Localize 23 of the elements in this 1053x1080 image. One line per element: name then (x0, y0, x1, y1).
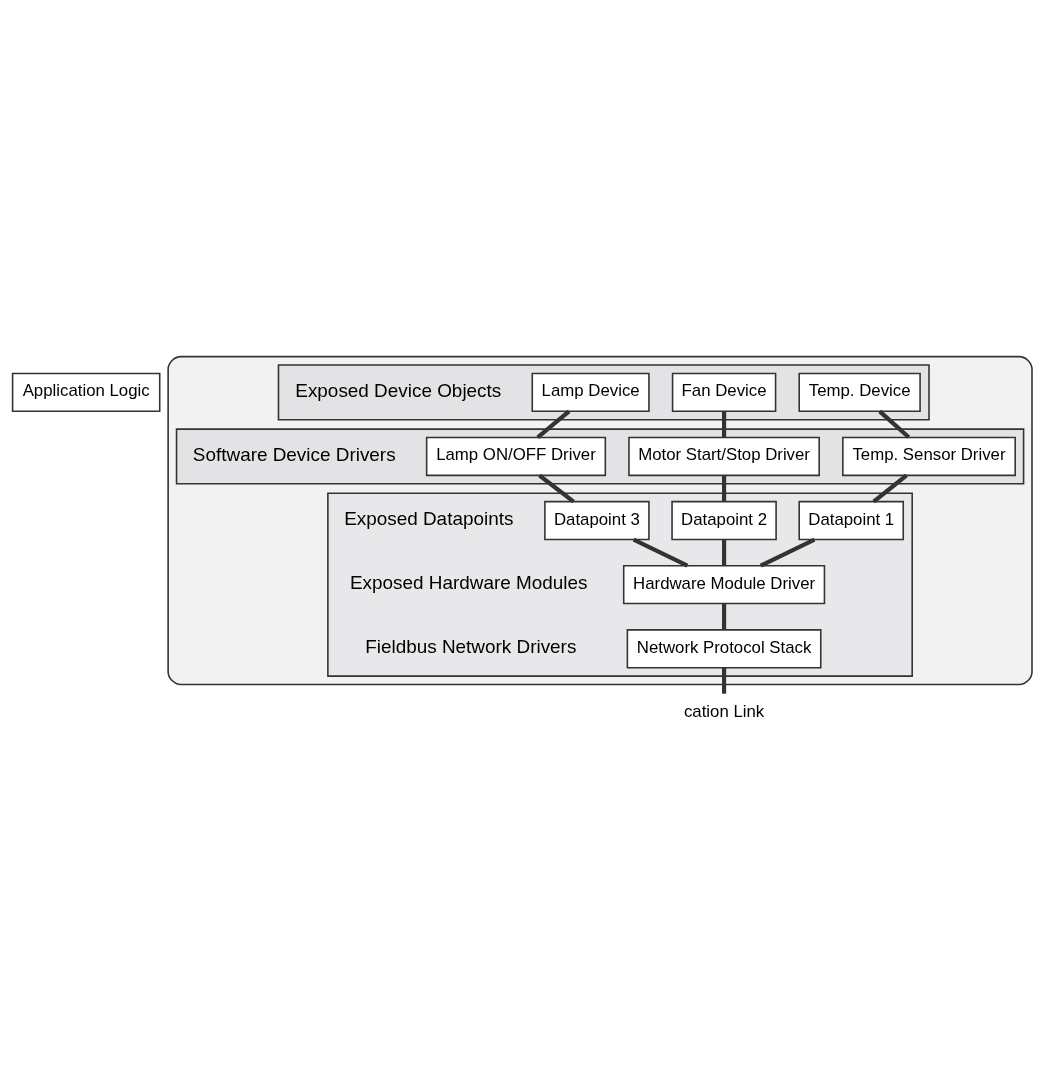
node-box: Lamp ON/OFF Driver (425, 436, 607, 477)
node-box: Datapoint 3 (544, 500, 650, 541)
connector (872, 473, 908, 504)
node-box: Datapoint 1 (798, 500, 905, 541)
node-box: Temp. Sensor Driver (842, 436, 1016, 477)
connector (722, 667, 727, 694)
connector (536, 409, 571, 439)
node-box: Application Logic (11, 372, 161, 413)
node-box: Lamp Device (531, 372, 650, 413)
cluster (167, 355, 1033, 686)
connector (722, 475, 727, 502)
connector (722, 539, 727, 566)
node-box: Motor Start/Stop Driver (628, 436, 820, 477)
node-text: cation Link (683, 701, 765, 721)
node-box: Fan Device (671, 372, 777, 413)
node-box: Hardware Module Driver (622, 564, 826, 605)
connector (538, 473, 575, 504)
connector (878, 409, 911, 439)
node-box: Datapoint 2 (671, 500, 777, 541)
connector (722, 411, 727, 438)
node-box: Network Protocol Stack (626, 629, 822, 669)
connector (722, 603, 727, 630)
node-box: Temp. Device (798, 372, 921, 413)
